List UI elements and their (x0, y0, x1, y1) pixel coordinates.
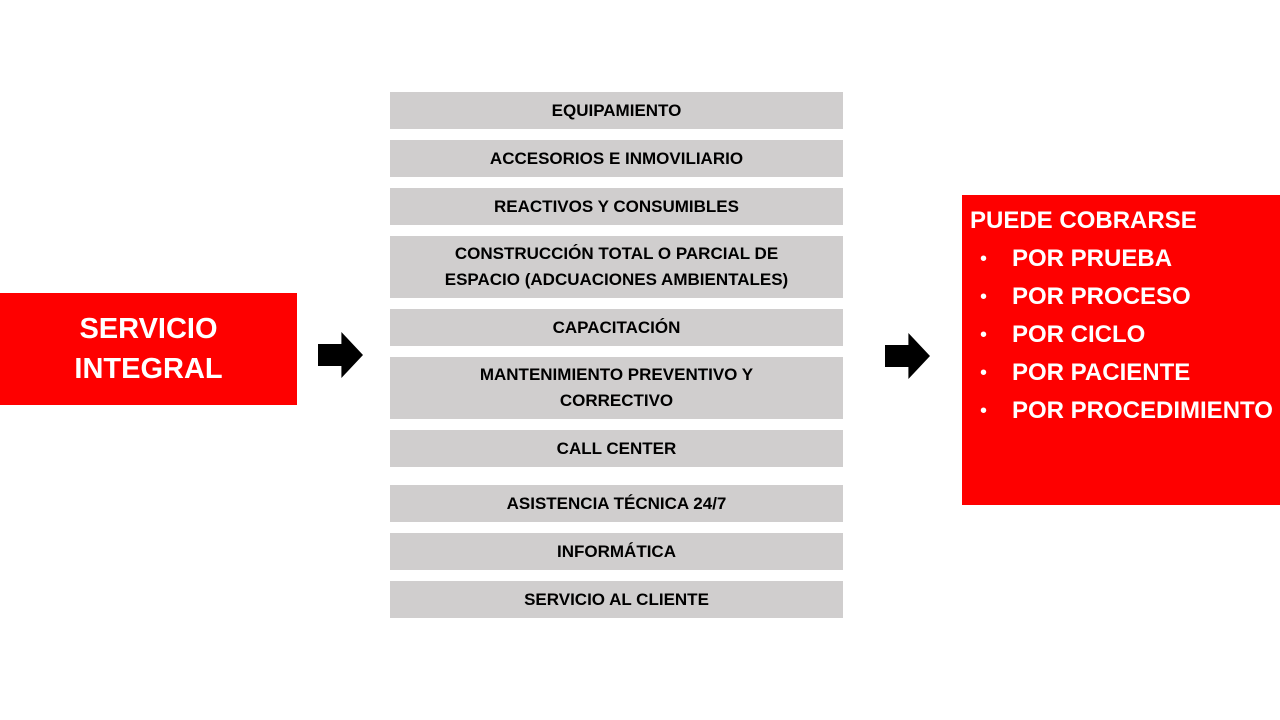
list-item: SERVICIO AL CLIENTE (390, 581, 843, 618)
bullet-icon: • (980, 248, 988, 270)
list-item: • POR PACIENTE (970, 354, 1274, 392)
bullet-icon: • (980, 400, 988, 422)
list-item: REACTIVOS Y CONSUMIBLES (390, 188, 843, 225)
list-item-label: REACTIVOS Y CONSUMIBLES (494, 196, 739, 216)
arrow-right-icon (318, 332, 363, 378)
list-item: CONSTRUCCIÓN TOTAL O PARCIAL DE ESPACIO … (390, 236, 843, 298)
list-item-label: EQUIPAMIENTO (551, 100, 682, 120)
bullet-icon: • (980, 286, 988, 308)
list-item: • POR PROCEDIMIENTO (970, 392, 1274, 430)
list-item-label: POR PROCESO (1012, 283, 1191, 310)
services-list: EQUIPAMIENTO ACCESORIOS E INMOVILIARIO R… (390, 92, 843, 618)
bullet-icon: • (980, 324, 988, 346)
servicio-integral-box: SERVICIO INTEGRAL (0, 293, 297, 405)
list-item-label: INFORMÁTICA (557, 541, 676, 561)
list-item: INFORMÁTICA (390, 533, 843, 570)
list-item-label: POR PACIENTE (1012, 359, 1191, 386)
arrow-right-icon (885, 333, 930, 379)
list-item-label: CONSTRUCCIÓN TOTAL O PARCIAL DE ESPACIO … (444, 244, 789, 289)
list-item: CALL CENTER (390, 430, 843, 467)
list-item: • POR CICLO (970, 316, 1274, 354)
list-item-label: MANTENIMIENTO PREVENTIVO Y CORRECTIVO (479, 365, 754, 410)
list-item: MANTENIMIENTO PREVENTIVO Y CORRECTIVO (390, 357, 843, 419)
list-item-label: ASISTENCIA TÉCNICA 24/7 (506, 493, 727, 513)
list-item-label: POR PROCEDIMIENTO (1012, 397, 1273, 424)
list-item: ACCESORIOS E INMOVILIARIO (390, 140, 843, 177)
puede-cobrarse-title: PUEDE COBRARSE (970, 207, 1197, 234)
list-item-label: CALL CENTER (556, 438, 677, 458)
list-item-label: ACCESORIOS E INMOVILIARIO (489, 148, 744, 168)
list-item: • POR PROCESO (970, 278, 1274, 316)
billing-options-list: • POR PRUEBA • POR PROCESO • POR CICLO •… (970, 240, 1274, 430)
list-item-label: POR PRUEBA (1012, 245, 1173, 272)
list-item: EQUIPAMIENTO (390, 92, 843, 129)
puede-cobrarse-box: PUEDE COBRARSE • POR PRUEBA • POR PROCES… (962, 195, 1280, 505)
list-item: CAPACITACIÓN (390, 309, 843, 346)
bullet-icon: • (980, 362, 988, 384)
list-item-label: SERVICIO AL CLIENTE (524, 589, 709, 609)
list-item: • POR PRUEBA (970, 240, 1274, 278)
list-item: ASISTENCIA TÉCNICA 24/7 (390, 485, 843, 522)
servicio-integral-label: SERVICIO INTEGRAL (74, 313, 223, 385)
list-item-label: CAPACITACIÓN (552, 317, 681, 337)
list-item-label: POR CICLO (1012, 321, 1146, 348)
